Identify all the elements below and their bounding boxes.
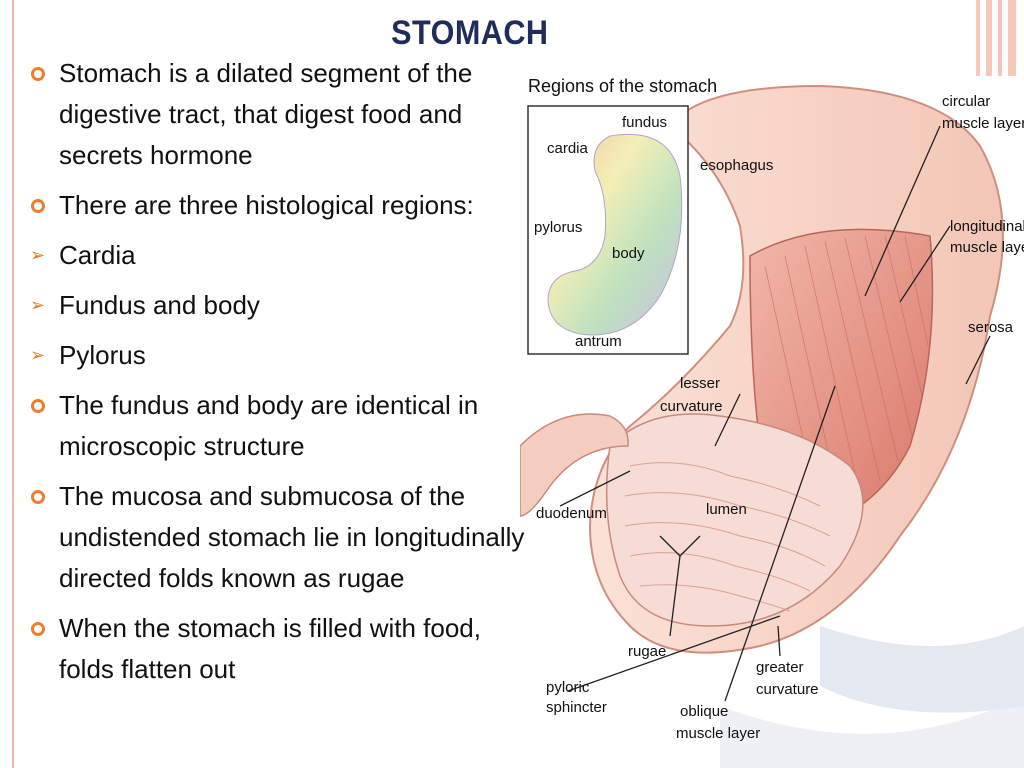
label-serosa: serosa	[968, 319, 1014, 336]
bullet-text: The fundus and body are identical in mic…	[59, 390, 479, 461]
label-longitudinal-2: muscle layer	[950, 239, 1024, 256]
left-decorative-rule	[12, 0, 14, 768]
label-lesser-1: lesser	[680, 375, 720, 392]
circle-bullet-icon	[28, 608, 52, 649]
label-greater-2: curvature	[756, 681, 819, 698]
circle-bullet-icon	[28, 385, 52, 426]
label-fundus: fundus	[622, 114, 667, 131]
inset-stomach	[547, 133, 683, 336]
bullet-text: Stomach is a dilated segment of the dige…	[59, 58, 473, 170]
bullet-item: Stomach is a dilated segment of the dige…	[28, 53, 528, 176]
bullet-text: Pylorus	[59, 340, 146, 370]
circle-bullet-icon	[28, 476, 52, 517]
label-esophagus: esophagus	[700, 157, 773, 174]
label-duodenum: duodenum	[536, 505, 607, 522]
rugae-folds	[624, 462, 831, 612]
circle-bullet-icon	[28, 185, 52, 226]
bullet-item: The fundus and body are identical in mic…	[28, 385, 528, 467]
circle-bullet-icon	[28, 53, 52, 94]
bullet-item: ➢ Fundus and body	[28, 285, 528, 326]
label-cardia: cardia	[547, 140, 589, 157]
duodenum	[520, 413, 629, 517]
bullet-text: Fundus and body	[59, 290, 260, 320]
bullet-item: ➢ Pylorus	[28, 335, 528, 376]
muscle-fibers	[764, 235, 929, 517]
label-lesser-2: curvature	[660, 398, 723, 415]
bullet-text: There are three histological regions:	[59, 190, 474, 220]
arrow-bullet-icon: ➢	[30, 245, 46, 265]
label-circular-2: muscle layer	[942, 115, 1024, 132]
label-body: body	[612, 245, 645, 262]
lumen-rugae	[605, 413, 864, 627]
bullet-item: The mucosa and submucosa of the undisten…	[28, 476, 528, 599]
stomach-diagram: Regions of the stomach fundus cardia pyl…	[520, 66, 1024, 768]
corner-decorative-stripes	[974, 0, 1024, 76]
label-pyloric-1: pyloric	[546, 679, 590, 696]
bullet-item: ➢ Cardia	[28, 235, 528, 276]
bullet-text: When the stomach is filled with food, fo…	[59, 613, 481, 684]
slide-title: STOMACH	[391, 14, 549, 52]
stomach-illustration: Regions of the stomach fundus cardia pyl…	[520, 76, 1024, 768]
arrow-bullet-icon: ➢	[30, 295, 46, 315]
label-greater-1: greater	[756, 659, 804, 676]
label-pyloric-2: sphincter	[546, 699, 607, 716]
bullet-text: Cardia	[59, 240, 136, 270]
label-pylorus: pylorus	[534, 219, 582, 236]
leader-lines	[559, 125, 991, 702]
label-oblique-2: muscle layer	[676, 725, 760, 742]
background-shade	[720, 696, 1024, 768]
bullet-item: There are three histological regions:	[28, 185, 528, 226]
figure-heading: Regions of the stomach	[528, 76, 717, 96]
label-rugae: rugae	[628, 643, 666, 660]
bullet-text: The mucosa and submucosa of the undisten…	[59, 481, 525, 593]
label-longitudinal-1: longitudinal	[950, 218, 1024, 235]
background-shade-2	[820, 626, 1024, 713]
label-oblique-1: oblique	[680, 703, 728, 720]
arrow-bullet-icon: ➢	[30, 345, 46, 365]
label-lumen: lumen	[706, 501, 747, 518]
bullet-list: Stomach is a dilated segment of the dige…	[28, 53, 528, 699]
bullet-item: When the stomach is filled with food, fo…	[28, 608, 528, 690]
label-circular-1: circular	[942, 93, 990, 110]
label-antrum: antrum	[575, 333, 622, 350]
